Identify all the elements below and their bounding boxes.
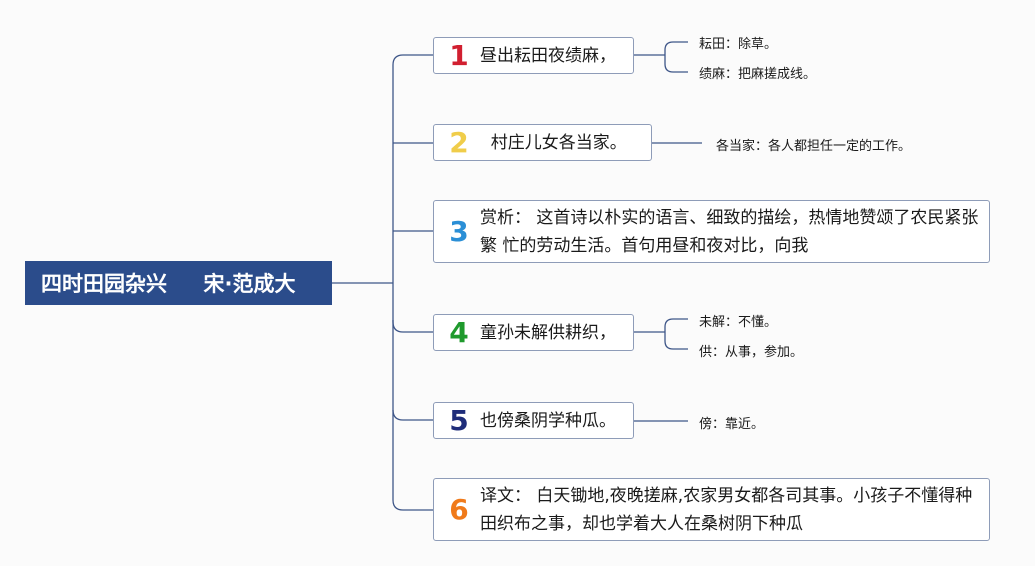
note-connector-1: [634, 41, 688, 73]
branch-node-1[interactable]: 1 昼出耘田夜绩麻，: [433, 37, 634, 74]
note-5-1: 傍：靠近。: [699, 417, 765, 432]
branch-text-1: 昼出耘田夜绩麻，: [480, 45, 616, 66]
number-badge-5: 5: [449, 404, 469, 437]
note-4-2: 供：从事，参加。: [699, 345, 804, 360]
branch-node-6[interactable]: 6 译文： 白天锄地,夜晚搓麻,农家男女都各司其事。小孩子不懂得种田织布之事，却…: [433, 478, 990, 541]
note-1-1: 耘田：除草。: [699, 37, 778, 52]
branch-text-2: 村庄儿女各当家。: [480, 132, 627, 153]
branch-connector-5: [392, 320, 433, 421]
branch-text-3: 赏析： 这首诗以朴实的语言、细致的描绘，热情地赞颂了农民紧张繁 忙的劳动生活。首…: [480, 207, 979, 256]
branch-text-4: 童孙未解供耕织，: [480, 322, 616, 343]
number-badge-4: 4: [449, 316, 469, 349]
note-4-1: 未解：不懂。: [699, 315, 778, 330]
branch-text-5: 也傍桑阴学种瓜。: [480, 410, 616, 431]
branch-connector-1: [392, 54, 433, 283]
branch-node-4[interactable]: 4 童孙未解供耕织，: [433, 314, 634, 351]
branch-node-3[interactable]: 3 赏析： 这首诗以朴实的语言、细致的描绘，热情地赞颂了农民紧张繁 忙的劳动生活…: [433, 200, 990, 263]
branch-connector-4: [392, 283, 433, 333]
number-badge-1: 1: [449, 39, 469, 72]
root-title: 四时田园杂兴 宋·范成大: [25, 261, 332, 305]
branch-connector-6: [392, 410, 433, 511]
number-badge-6: 6: [449, 493, 469, 526]
branch-node-5[interactable]: 5 也傍桑阴学种瓜。: [433, 402, 634, 439]
note-2-1: 各当家：各人都担任一定的工作。: [716, 139, 912, 154]
number-badge-2: 2: [449, 126, 469, 159]
number-badge-3: 3: [449, 215, 469, 248]
note-1-2: 绩麻：把麻搓成线。: [699, 67, 817, 82]
branch-text-6: 译文： 白天锄地,夜晚搓麻,农家男女都各司其事。小孩子不懂得种田织布之事，却也学…: [480, 485, 973, 534]
branch-node-2[interactable]: 2 村庄儿女各当家。: [433, 124, 652, 161]
note-connector-4: [634, 318, 688, 350]
